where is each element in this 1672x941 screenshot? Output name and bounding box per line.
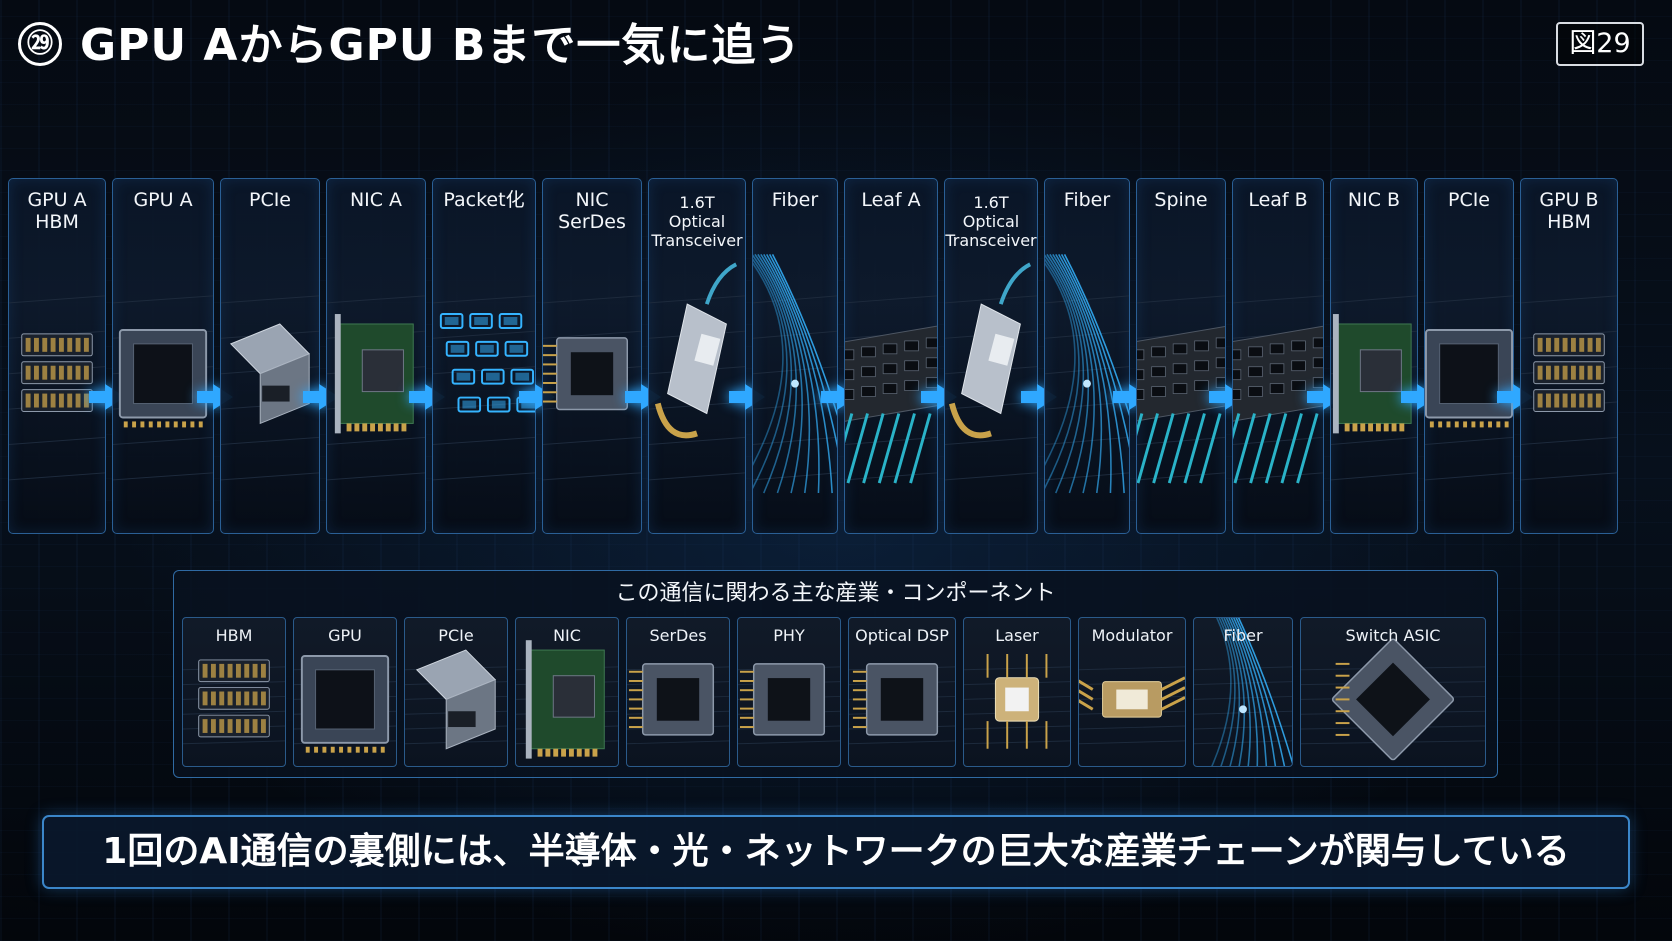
component-tile: Optical DSP	[848, 617, 956, 767]
chain-stage: GPU A	[112, 178, 214, 534]
gpu-chip-icon	[1425, 295, 1513, 481]
chain-stage-label: Packet化	[443, 189, 525, 211]
chain-stage-label: NIC SerDes	[558, 189, 626, 233]
chain-stage-label: GPU B HBM	[1539, 189, 1599, 233]
switch-asic-icon	[1301, 638, 1485, 761]
chain-stage: GPU A HBM	[8, 178, 106, 534]
chain-stage: PCIe	[1424, 178, 1514, 534]
chain-stage-label: GPU A HBM	[27, 189, 87, 233]
component-label: Modulator	[1091, 626, 1173, 645]
data-path-chain: GPU A HBM GPU A PCIe NIC A Packet化 NIC SerDes…	[8, 178, 1666, 534]
chain-stage: GPU B HBM	[1520, 178, 1618, 534]
switch-icon	[1233, 295, 1323, 484]
chain-stage-label: Leaf B	[1248, 189, 1308, 211]
component-label: Fiber	[1223, 626, 1263, 645]
component-label: PHY	[773, 626, 805, 645]
gpu-chip-icon	[113, 295, 213, 481]
switch-icon	[1137, 295, 1225, 484]
laser-icon	[964, 654, 1070, 749]
chain-stage: Packet化	[432, 178, 536, 534]
hbm-icon	[9, 295, 105, 481]
chain-stage-label: PCIe	[248, 189, 292, 211]
nic-card-icon	[516, 640, 618, 759]
fiber-icon	[1045, 253, 1129, 494]
component-label: Optical DSP	[855, 626, 949, 645]
components-panel-title: この通信に関わる主な産業・コンポーネント	[615, 581, 1056, 606]
component-label: Laser	[995, 626, 1039, 645]
component-label: HBM	[215, 626, 253, 645]
summary-banner: 1回のAI通信の裏側には、半導体・光・ネットワークの巨大な産業チェーンが関与して…	[42, 815, 1630, 889]
switch-icon	[845, 295, 937, 484]
chain-stage: Fiber	[1044, 178, 1130, 534]
serdes-chip-icon	[543, 295, 641, 481]
chain-stage-label: Leaf A	[861, 189, 921, 211]
hbm-icon	[1521, 295, 1617, 481]
chain-stage-label: Fiber	[1063, 189, 1111, 211]
component-label: PCIe	[438, 626, 474, 645]
nic-card-icon	[1331, 295, 1417, 481]
chain-stage-label: Fiber	[771, 189, 819, 211]
chain-stage: Spine	[1136, 178, 1226, 534]
component-tile: GPU	[293, 617, 397, 767]
chain-stage: Leaf A	[844, 178, 938, 534]
nic-card-icon	[327, 295, 425, 481]
component-tile: SerDes	[626, 617, 730, 767]
chain-stage-label: Spine	[1154, 189, 1208, 211]
chain-stage-label: NIC A	[349, 189, 403, 211]
chain-stage: 1.6T Optical Transceiver	[944, 178, 1038, 534]
component-label: Switch ASIC	[1345, 626, 1441, 645]
fiber-icon	[753, 253, 837, 494]
gpu-chip-icon	[294, 655, 396, 753]
component-label: NIC	[553, 626, 581, 645]
component-tile: PHY	[737, 617, 841, 767]
optical-transceiver-icon	[945, 262, 1037, 481]
component-tile: Modulator	[1078, 617, 1186, 767]
chain-stage: Leaf B	[1232, 178, 1324, 534]
hbm-icon	[183, 659, 285, 745]
packet-icon	[433, 295, 535, 481]
phy-chip-icon	[738, 663, 840, 745]
summary-text: 1回のAI通信の裏側には、半導体・光・ネットワークの巨大な産業チェーンが関与して…	[102, 831, 1570, 872]
component-tile: Fiber	[1193, 617, 1293, 767]
components-panel: この通信に関わる主な産業・コンポーネント HBM GPU PCIe NIC SerDes…	[173, 570, 1498, 778]
chain-stage: 1.6T Optical Transceiver	[648, 178, 746, 534]
chain-stage-label: PCIe	[1447, 189, 1491, 211]
chain-stage-label: 1.6T Optical Transceiver	[945, 193, 1037, 250]
chain-stage: NIC B	[1330, 178, 1418, 534]
page-title: GPU AからGPU Bまで一気に追う	[80, 20, 802, 71]
component-label: SerDes	[649, 626, 707, 645]
pcie-connector-icon	[221, 295, 319, 481]
chain-stage-label: NIC B	[1347, 189, 1401, 211]
chain-stage: Fiber	[752, 178, 838, 534]
serdes-chip-icon	[627, 663, 729, 745]
slide-number-badge: ㉙	[18, 22, 62, 66]
figure-badge: 図29	[1556, 22, 1644, 66]
pcie-connector-icon	[405, 649, 507, 750]
component-tile: Switch ASIC	[1300, 617, 1486, 767]
optical-transceiver-icon	[649, 262, 745, 481]
chain-stage: PCIe	[220, 178, 320, 534]
fiber-icon	[1194, 618, 1292, 766]
chain-stage: NIC SerDes	[542, 178, 642, 534]
chain-stage: NIC A	[326, 178, 426, 534]
chain-stage-label: 1.6T Optical Transceiver	[651, 193, 743, 250]
dsp-chip-icon	[849, 663, 955, 745]
component-tile: HBM	[182, 617, 286, 767]
component-tile: PCIe	[404, 617, 508, 767]
component-label: GPU	[328, 626, 362, 645]
component-tile: Laser	[963, 617, 1071, 767]
modulator-icon	[1079, 666, 1185, 745]
chain-stage-label: GPU A	[133, 189, 193, 211]
component-tile: NIC	[515, 617, 619, 767]
